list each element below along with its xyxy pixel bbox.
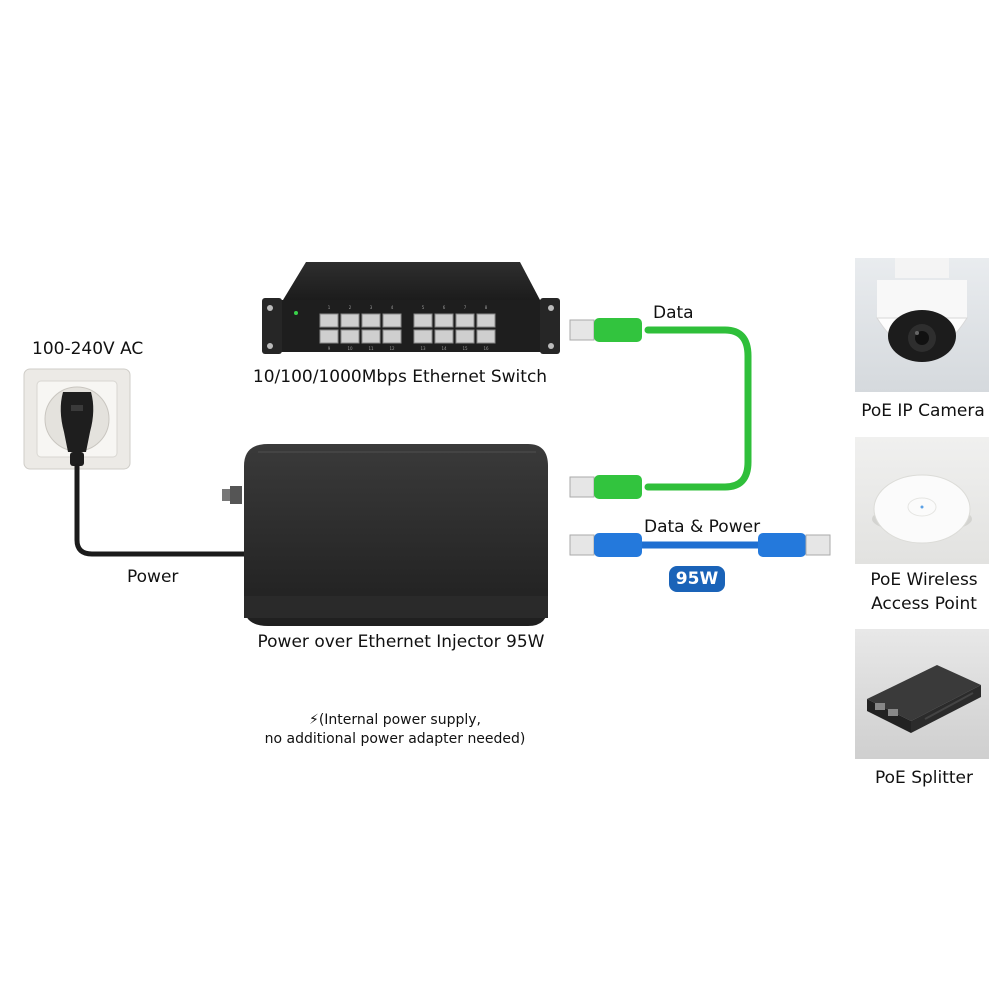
- note-line-2: no additional power adapter needed): [264, 731, 526, 747]
- power-cable: [74, 463, 249, 557]
- switch-port-top: [434, 313, 454, 328]
- switch-port-bottom: [434, 329, 454, 344]
- poe-splitter-photo: [855, 629, 989, 759]
- data-cable: [644, 326, 752, 491]
- data-power-cable-label: Data & Power: [644, 517, 761, 537]
- poe-injector-icon: [222, 444, 548, 626]
- device-label-camera: PoE IP Camera: [861, 401, 985, 421]
- switch-port-bottom: [413, 329, 433, 344]
- ceiling-access-point-icon: [855, 437, 989, 564]
- injector-label: Power over Ethernet Injector 95W: [257, 632, 545, 652]
- switch-port-top: [319, 313, 339, 328]
- switch-port-number: 1: [328, 305, 331, 310]
- power-plug-icon: [60, 392, 94, 466]
- switch-port-number: 5: [422, 305, 425, 310]
- ac-source-label: 100-240V AC: [32, 339, 144, 359]
- switch-port-top: [455, 313, 475, 328]
- switch-port-top: [382, 313, 402, 328]
- dome-camera-icon: [855, 258, 989, 392]
- switch-port-top: [361, 313, 381, 328]
- power-cable-label: Power: [127, 567, 179, 587]
- switch-port-number: 7: [464, 305, 467, 310]
- switch-port-number: 2: [349, 305, 352, 310]
- switch-port-number: 15: [462, 346, 468, 351]
- rj45-connector-icon: [569, 318, 642, 342]
- device-label-splitter: PoE Splitter: [875, 768, 973, 788]
- switch-port-bottom: [361, 329, 381, 344]
- device-label-ap-line-2: Access Point: [871, 594, 977, 614]
- switch-port-number: 9: [328, 346, 331, 351]
- switch-port-bottom: [455, 329, 475, 344]
- switch-port-bottom: [476, 329, 496, 344]
- switch-port-number: 11: [368, 346, 374, 351]
- lightning-bolt-icon: ⚡︎: [309, 712, 319, 728]
- rj45-connector-icon: [758, 533, 831, 557]
- poe-splitter-icon: [855, 629, 989, 759]
- internal-power-note: ⚡︎(Internal power supply, no additional …: [265, 711, 526, 749]
- switch-port-number: 14: [441, 346, 447, 351]
- switch-port-number: 10: [347, 346, 353, 351]
- switch-port-number: 4: [391, 305, 394, 310]
- switch-port-bottom: [382, 329, 402, 344]
- switch-label: 10/100/1000Mbps Ethernet Switch: [252, 367, 548, 387]
- switch-port-number: 8: [485, 305, 488, 310]
- switch-port-bottom: [340, 329, 360, 344]
- rj45-connector-icon: [569, 533, 642, 557]
- switch-port-number: 6: [443, 305, 446, 310]
- poe-ip-camera-photo: [855, 258, 989, 392]
- switch-port-bottom: [319, 329, 339, 344]
- rj45-connector-icon: [569, 475, 642, 499]
- switch-port-number: 13: [420, 346, 426, 351]
- switch-port-number: 16: [483, 346, 489, 351]
- wattage-badge: 95W: [669, 566, 725, 592]
- switch-port-top: [340, 313, 360, 328]
- note-line-1: (Internal power supply,: [318, 712, 481, 728]
- switch-port-top: [476, 313, 496, 328]
- device-label-ap-line-1: PoE Wireless: [870, 570, 978, 590]
- data-cable-label: Data: [653, 303, 694, 323]
- switch-port-number: 3: [370, 305, 373, 310]
- switch-port-top: [413, 313, 433, 328]
- switch-port-number: 12: [389, 346, 395, 351]
- poe-access-point-photo: [855, 437, 989, 564]
